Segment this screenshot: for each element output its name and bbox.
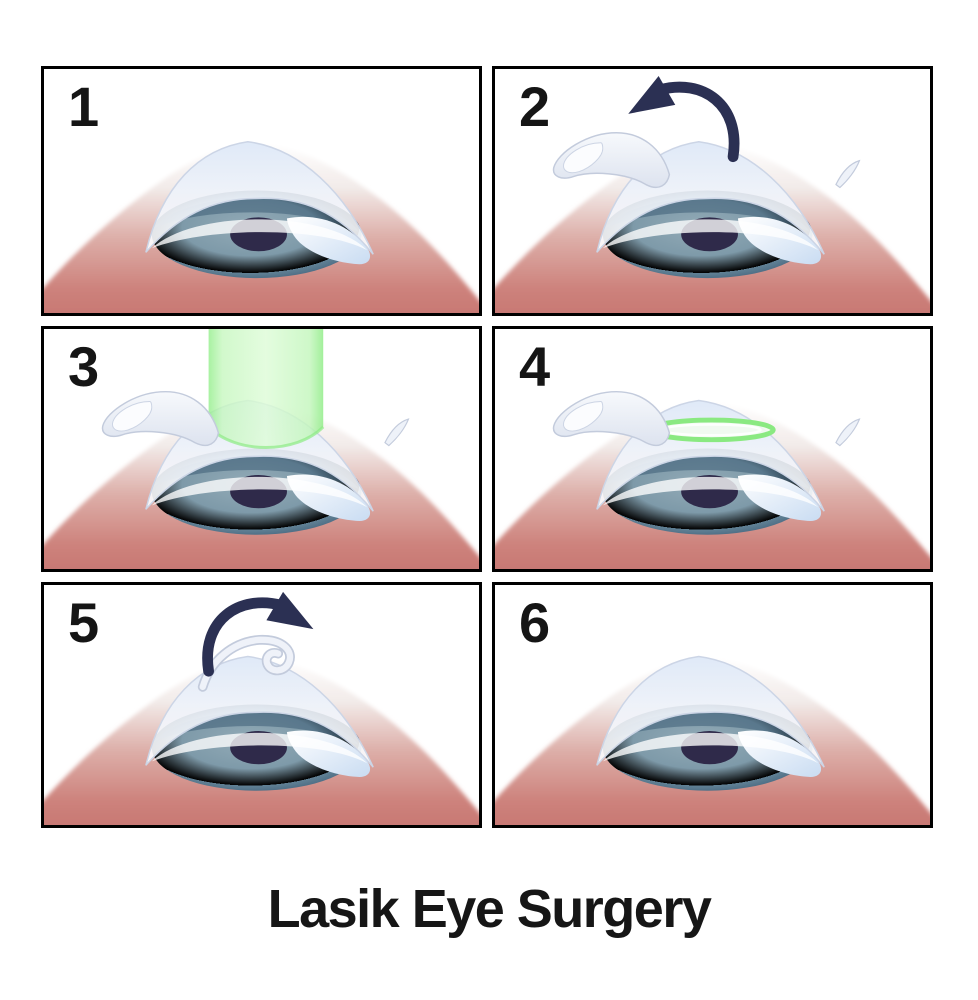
step-panel-1: 1 bbox=[41, 66, 482, 316]
eye-base bbox=[44, 142, 479, 313]
step-number-5: 5 bbox=[68, 591, 100, 654]
eye-illustration-flap-closing bbox=[44, 585, 479, 825]
eye-illustration-ablated bbox=[495, 390, 930, 569]
eye-base bbox=[495, 657, 930, 825]
eye-illustration-intact bbox=[44, 69, 479, 313]
step-panel-3: 3 bbox=[41, 326, 482, 572]
eye-base bbox=[44, 657, 479, 825]
step-number-3: 3 bbox=[68, 335, 100, 398]
eye-illustration-flap-lifted bbox=[495, 69, 930, 313]
step-number-2: 2 bbox=[519, 75, 551, 138]
eye-illustration-laser bbox=[44, 329, 479, 569]
diagram-title-bar: Lasik Eye Surgery bbox=[0, 878, 978, 940]
step-grid: 1 2 3 4 bbox=[41, 66, 933, 828]
step-panel-5: 5 bbox=[41, 582, 482, 828]
laser-beam bbox=[207, 329, 325, 450]
diagram-title: Lasik Eye Surgery bbox=[267, 879, 712, 939]
step-panel-4: 4 bbox=[492, 326, 933, 572]
step-panel-6: 6 bbox=[492, 582, 933, 828]
step-number-1: 1 bbox=[68, 75, 100, 138]
step-panel-2: 2 bbox=[492, 66, 933, 316]
eye-illustration-healed bbox=[495, 585, 930, 825]
step-number-6: 6 bbox=[519, 591, 551, 654]
step-number-4: 4 bbox=[519, 335, 551, 398]
